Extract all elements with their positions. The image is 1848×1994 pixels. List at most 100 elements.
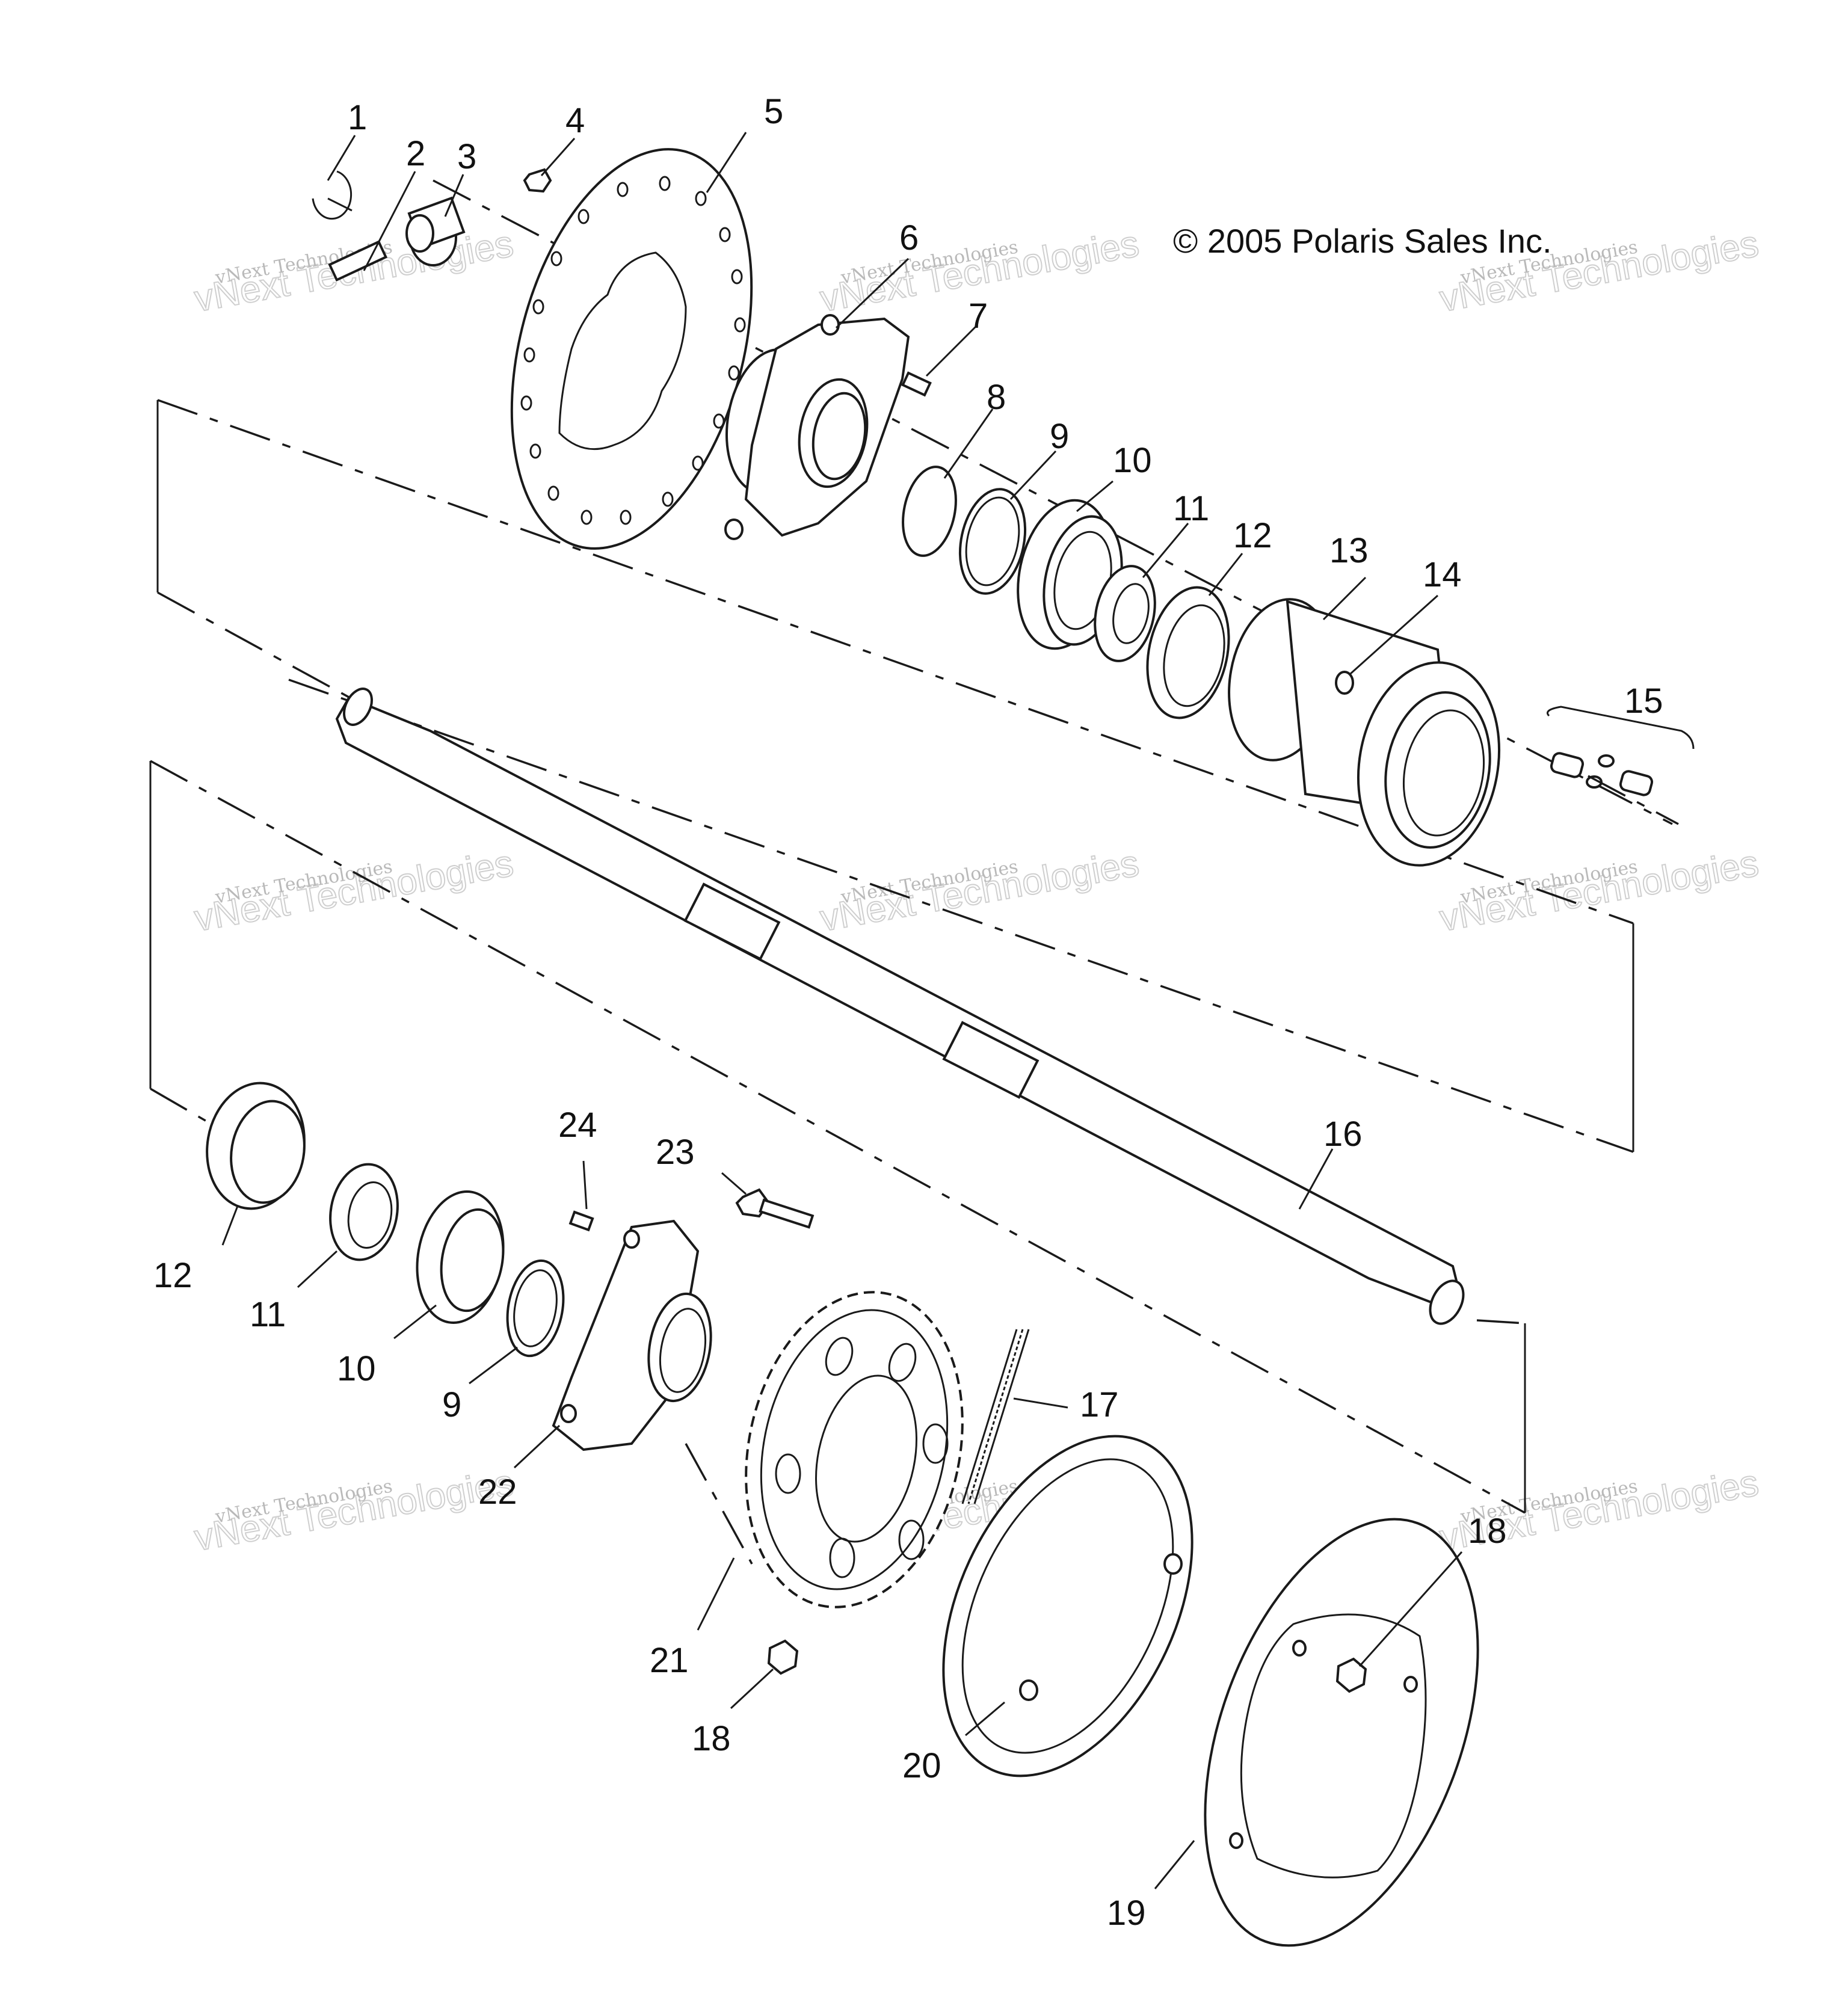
- part-sprocket: [745, 1291, 964, 1608]
- bearing-race-face: [440, 1208, 505, 1312]
- housing-grease-fitting: [1335, 671, 1354, 695]
- axle-body: [335, 696, 1461, 1310]
- callout-9-bottom: 9: [442, 1385, 461, 1424]
- guard-ring-inner: [961, 1458, 1174, 1754]
- callout-1: 1: [348, 98, 367, 137]
- brake-disc-outer: [510, 148, 753, 550]
- bearing-cup-face: [230, 1100, 306, 1204]
- cover-disc-outer: [1204, 1518, 1479, 1947]
- part-cover-disc: [1204, 1518, 1479, 1947]
- kit-axis: [1588, 775, 1679, 825]
- callout-3: 3: [457, 137, 476, 176]
- callout-9-top: 9: [1050, 417, 1069, 456]
- callout-23: 23: [656, 1133, 695, 1172]
- callout-17: 17: [1080, 1385, 1119, 1424]
- brake-disc-holes: [520, 176, 746, 525]
- callout-18-right: 18: [1468, 1512, 1507, 1551]
- part-long-bolt: [735, 1188, 815, 1229]
- chain-edge: [961, 1329, 1018, 1504]
- guide-line: [150, 760, 1526, 1514]
- tapered-roller-bearing: [329, 1163, 399, 1261]
- axle-spline: [942, 1021, 1040, 1099]
- copyright-notice: © 2005 Polaris Sales Inc.: [1173, 222, 1552, 260]
- long-bolt-shank: [759, 1198, 815, 1229]
- callout-10-bottom: 10: [337, 1349, 376, 1388]
- lock-plate: [1550, 752, 1585, 778]
- flange-hub-bore: [659, 1308, 706, 1393]
- flange-hole: [623, 1229, 640, 1249]
- chain-links: [967, 1329, 1024, 1504]
- hex-nut-left: [767, 1639, 799, 1675]
- callout-19: 19: [1107, 1894, 1146, 1933]
- small-nut-hex: [523, 168, 552, 193]
- small-bolt-body: [568, 1210, 594, 1232]
- guard-ring-outer: [942, 1435, 1194, 1777]
- part-bearing-housing: [1228, 598, 1501, 867]
- guide-line: [288, 679, 1634, 1153]
- callout-14: 14: [1423, 555, 1462, 594]
- part-snap-ring: [312, 170, 353, 220]
- callout-10-top: 10: [1113, 441, 1152, 480]
- callout-16: 16: [1323, 1115, 1363, 1154]
- callout-8: 8: [987, 378, 1006, 417]
- callout-20: 20: [902, 1746, 941, 1785]
- callout-22: 22: [478, 1472, 517, 1512]
- part-small-bolt-bottom: [568, 1210, 594, 1232]
- guide-line: [157, 399, 1634, 925]
- lock-washer: [1598, 754, 1615, 768]
- housing-bore: [1384, 691, 1491, 849]
- small-bolt-body: [901, 371, 932, 397]
- pin-body: [328, 240, 388, 282]
- part-axle-shaft: [335, 688, 1465, 1325]
- part-hex-nut: [767, 1639, 1367, 1693]
- callout-15: 15: [1624, 682, 1663, 721]
- part-threaded-flange: [724, 314, 910, 540]
- part-drive-chain: [961, 1329, 1030, 1504]
- tapered-roller-bore: [1112, 583, 1150, 644]
- part-bearing-flange: [552, 1219, 712, 1451]
- housing-bore-inner: [1402, 709, 1485, 837]
- flange-hub: [647, 1292, 712, 1403]
- tapered-roller-bore: [347, 1181, 393, 1249]
- part-pin: [328, 240, 388, 282]
- callout-24: 24: [558, 1106, 597, 1145]
- hub-nut-face: [405, 214, 434, 253]
- guide-line: [685, 1443, 753, 1565]
- kit-bracket: [1547, 706, 1695, 749]
- flange-ear-hole: [821, 314, 840, 336]
- callout-labels: 1 2 3 4 5 6 7 8 9 10 11 12 13 14 15 16 1…: [153, 92, 1663, 1933]
- guide-line: [1476, 1319, 1526, 1325]
- part-hub-nut: [405, 196, 466, 266]
- guard-mount-hole: [1163, 1553, 1183, 1575]
- sprocket-lightening-holes: [775, 1337, 949, 1578]
- part-small-nut: [523, 168, 552, 193]
- flange-hole: [560, 1404, 577, 1423]
- sprocket-rim: [760, 1309, 949, 1590]
- guard-mount-hole: [1019, 1679, 1038, 1701]
- cover-disc-inner: [1240, 1613, 1427, 1879]
- callout-18-left: 18: [692, 1719, 731, 1758]
- hex-nut-right: [1335, 1657, 1367, 1693]
- callout-2: 2: [406, 134, 425, 173]
- snap-ring-tick: [327, 197, 353, 212]
- watermarks: vNext Technologies vNext Technologies vN…: [191, 223, 1762, 1560]
- callout-11-top: 11: [1173, 489, 1209, 528]
- cover-disc-hole: [1292, 1640, 1307, 1657]
- flange-bore-inner: [812, 392, 867, 481]
- callout-21: 21: [650, 1641, 689, 1680]
- seal-ring-inner: [513, 1269, 558, 1347]
- guide-line: [150, 1088, 208, 1123]
- seal-ring-inner: [965, 496, 1020, 586]
- bearing-stack-top: [902, 466, 1230, 719]
- bearing-cup-bore: [1163, 604, 1225, 707]
- part-lock-plate-kit: [1547, 706, 1695, 825]
- callout-13: 13: [1329, 531, 1369, 570]
- cover-disc-hole: [1403, 1676, 1418, 1693]
- axle-threaded-end: [343, 688, 373, 726]
- lock-plate: [1619, 770, 1654, 796]
- bearing-stack-bottom: [206, 1082, 565, 1358]
- flange-ear-hole: [724, 519, 744, 540]
- tapered-roller-bearing: [1094, 565, 1156, 662]
